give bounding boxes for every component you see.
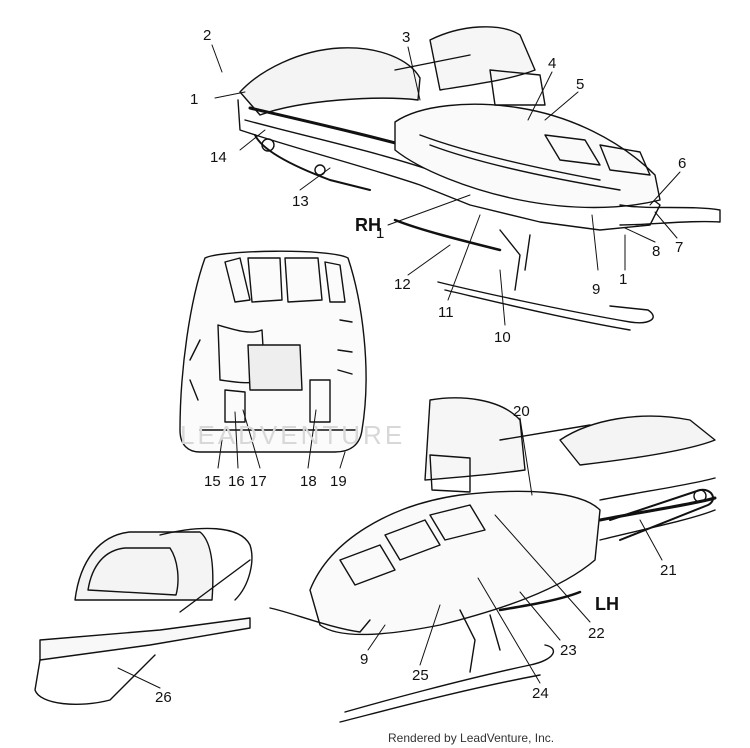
- callout-24: 24: [532, 685, 549, 702]
- lh-snowmobile-illustration: [269, 397, 717, 723]
- callout-8: 8: [652, 243, 661, 260]
- seat-detail-illustration: [34, 527, 253, 705]
- callout-7: 7: [675, 239, 684, 256]
- callout-5: 5: [576, 76, 585, 93]
- callout-21: 21: [660, 562, 677, 579]
- callout-12: 12: [394, 276, 411, 293]
- callout-4: 4: [548, 55, 557, 72]
- callout-25: 25: [412, 667, 429, 684]
- callout-9b: 9: [360, 651, 369, 668]
- callout-22: 22: [588, 625, 605, 642]
- callout-9: 9: [592, 281, 601, 298]
- rh-side-label: RH: [355, 215, 381, 235]
- leader-lines: [117, 44, 681, 689]
- callout-3: 3: [402, 29, 411, 46]
- callout-17: 17: [250, 473, 267, 490]
- callout-20: 20: [513, 403, 530, 420]
- callout-15: 15: [204, 473, 221, 490]
- callout-14: 14: [210, 149, 227, 166]
- footer-credit: Rendered by LeadVenture, Inc.: [388, 731, 555, 745]
- callout-1: 1: [190, 91, 199, 108]
- callout-6: 6: [678, 155, 687, 172]
- callout-19: 19: [330, 473, 347, 490]
- callout-1b: 1: [376, 225, 385, 242]
- callout-23: 23: [560, 642, 577, 659]
- rh-snowmobile-illustration: [237, 26, 721, 331]
- callout-16: 16: [228, 473, 245, 490]
- callout-26: 26: [155, 689, 172, 706]
- callout-18: 18: [300, 473, 317, 490]
- watermark-text: LEADVENTURE: [180, 420, 406, 450]
- callout-2: 2: [203, 27, 212, 44]
- lh-side-label: LH: [595, 594, 619, 614]
- hood-top-view-illustration: [179, 250, 367, 453]
- callout-11: 11: [438, 304, 454, 321]
- callout-13: 13: [292, 193, 309, 210]
- callout-1c: 1: [619, 271, 628, 288]
- callout-10: 10: [494, 329, 511, 346]
